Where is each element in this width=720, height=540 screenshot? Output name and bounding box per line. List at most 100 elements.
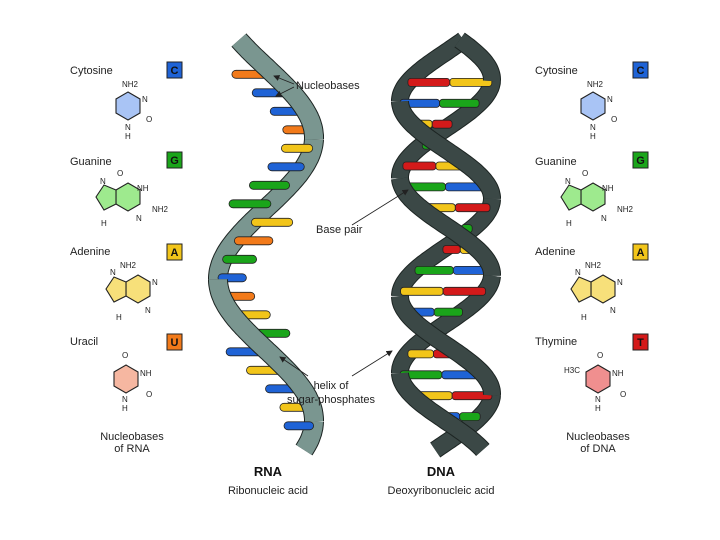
rna-title: RNA [254,464,283,479]
right-guanine-structure-icon: O NH NH2 N N H [560,169,634,228]
dna-nucleobases-caption-line1: Nucleobases [566,431,630,443]
rna-nucleobase-8 [250,217,294,227]
left-cytosine-name: Cytosine [70,65,113,77]
svg-text:N: N [565,177,571,186]
svg-text:N: N [145,306,151,315]
svg-text:H: H [595,404,601,413]
dna-base-15-b [451,391,493,401]
dna-base-9-a [414,265,454,275]
rna-nucleobase-19 [283,421,315,431]
svg-text:N: N [125,123,131,132]
svg-text:N: N [590,123,596,132]
svg-text:N: N [152,278,158,287]
dna-base-4-a [402,161,437,171]
left-guanine-name: Guanine [70,156,112,168]
dna-base-pairs [399,78,493,422]
svg-text:N: N [100,177,106,186]
svg-text:NH2: NH2 [617,205,634,214]
svg-text:H: H [122,404,128,413]
right-thymine-name: Thymine [535,336,577,348]
dna-base-13-a [407,349,434,359]
dna-strand-b-segment-4 [430,394,500,457]
rna-nucleobase-10 [222,254,258,264]
left-adenine-badge: A [166,243,183,261]
svg-text:O: O [122,351,128,360]
rna-nucleobase-4 [280,143,314,153]
rna-nucleobase-9 [233,236,274,246]
svg-text:H: H [566,219,572,228]
left-uracil-structure-icon: O NH O N H [113,351,152,413]
right-cytosine-badge: C [632,61,649,79]
svg-text:G: G [636,155,645,167]
left-cytosine-badge: C [166,61,183,79]
svg-text:O: O [146,390,152,399]
svg-text:N: N [617,278,623,287]
svg-text:N: N [110,268,116,277]
right-guanine-name: Guanine [535,156,577,168]
svg-text:G: G [170,155,179,167]
svg-text:H: H [581,313,587,322]
svg-text:H: H [590,132,596,141]
dna-title: DNA [427,464,456,479]
dna-strand-b-segment-0 [392,33,469,102]
rna-nucleobase-7 [228,199,272,209]
left-uracil-name: Uracil [70,336,98,348]
right-adenine-structure-icon: NH2 N N N H [570,261,623,322]
helix-annotation-line2: sugar-phosphates [287,394,376,406]
dna-base-0-b [449,78,493,87]
dna-double-helix [391,32,502,458]
rna-nucleobase-5 [267,162,305,172]
dna-strand-a-segment-4 [392,372,489,456]
right-guanine-badge: G [632,151,649,169]
svg-text:NH: NH [612,369,624,378]
svg-text:T: T [637,337,644,349]
svg-text:N: N [595,395,601,404]
right-adenine-name: Adenine [535,246,575,258]
nucleobases-arrow-1 [273,75,295,85]
dna-base-8-a [442,245,461,254]
left-adenine-structure-icon: NH2 N N N H [105,261,158,322]
svg-text:NH2: NH2 [122,80,139,89]
dna-strand-a-segment-0 [454,33,501,82]
dna-base-1-b [439,98,480,108]
svg-text:A: A [171,247,179,259]
rna-nucleobase-6 [248,180,290,190]
rna-helix [208,33,324,456]
left-uracil-badge: U [166,333,183,351]
dna-nucleobase-panel: Cytosine C NH2 N N O H Guanine G [535,61,649,455]
helix-arrow-rna [279,356,309,377]
svg-text:O: O [597,351,603,360]
svg-text:N: N [601,214,607,223]
left-cytosine-structure-icon: NH2 N N O H [115,80,152,141]
svg-text:NH: NH [140,369,152,378]
svg-text:H: H [101,219,107,228]
dna-nucleobases-caption-line2: of DNA [580,443,616,455]
svg-text:N: N [575,268,581,277]
dna-base-6-b [454,203,491,213]
svg-text:NH2: NH2 [585,261,602,270]
svg-text:N: N [142,95,148,104]
right-thymine-structure-icon: H3C O NH O N H [564,351,626,413]
svg-text:H: H [125,132,131,141]
svg-text:N: N [610,306,616,315]
rna-nucleobases-caption-line1: Nucleobases [100,431,164,443]
svg-text:O: O [117,169,123,178]
dna-strand-b-segment-3 [392,295,501,396]
svg-text:NH2: NH2 [152,205,169,214]
nucleobases-annotation-label: Nucleobases [296,80,360,92]
left-guanine-badge: G [166,151,183,169]
right-cytosine-name: Cytosine [535,65,578,77]
annotations: Nucleobases Base pair helix of sugar-pho… [273,75,409,406]
rna-nucleobase-panel: Cytosine C NH2 N N O H Guanine G [70,61,183,455]
left-adenine-name: Adenine [70,246,110,258]
rna-backbone-segment-2 [209,279,323,421]
svg-text:NH: NH [137,184,149,193]
base-pair-annotation-label: Base pair [316,224,363,236]
right-adenine-badge: A [632,243,649,261]
svg-text:NH2: NH2 [587,80,604,89]
svg-text:C: C [637,65,645,77]
dna-base-2-b [431,119,453,129]
svg-text:A: A [637,247,645,259]
